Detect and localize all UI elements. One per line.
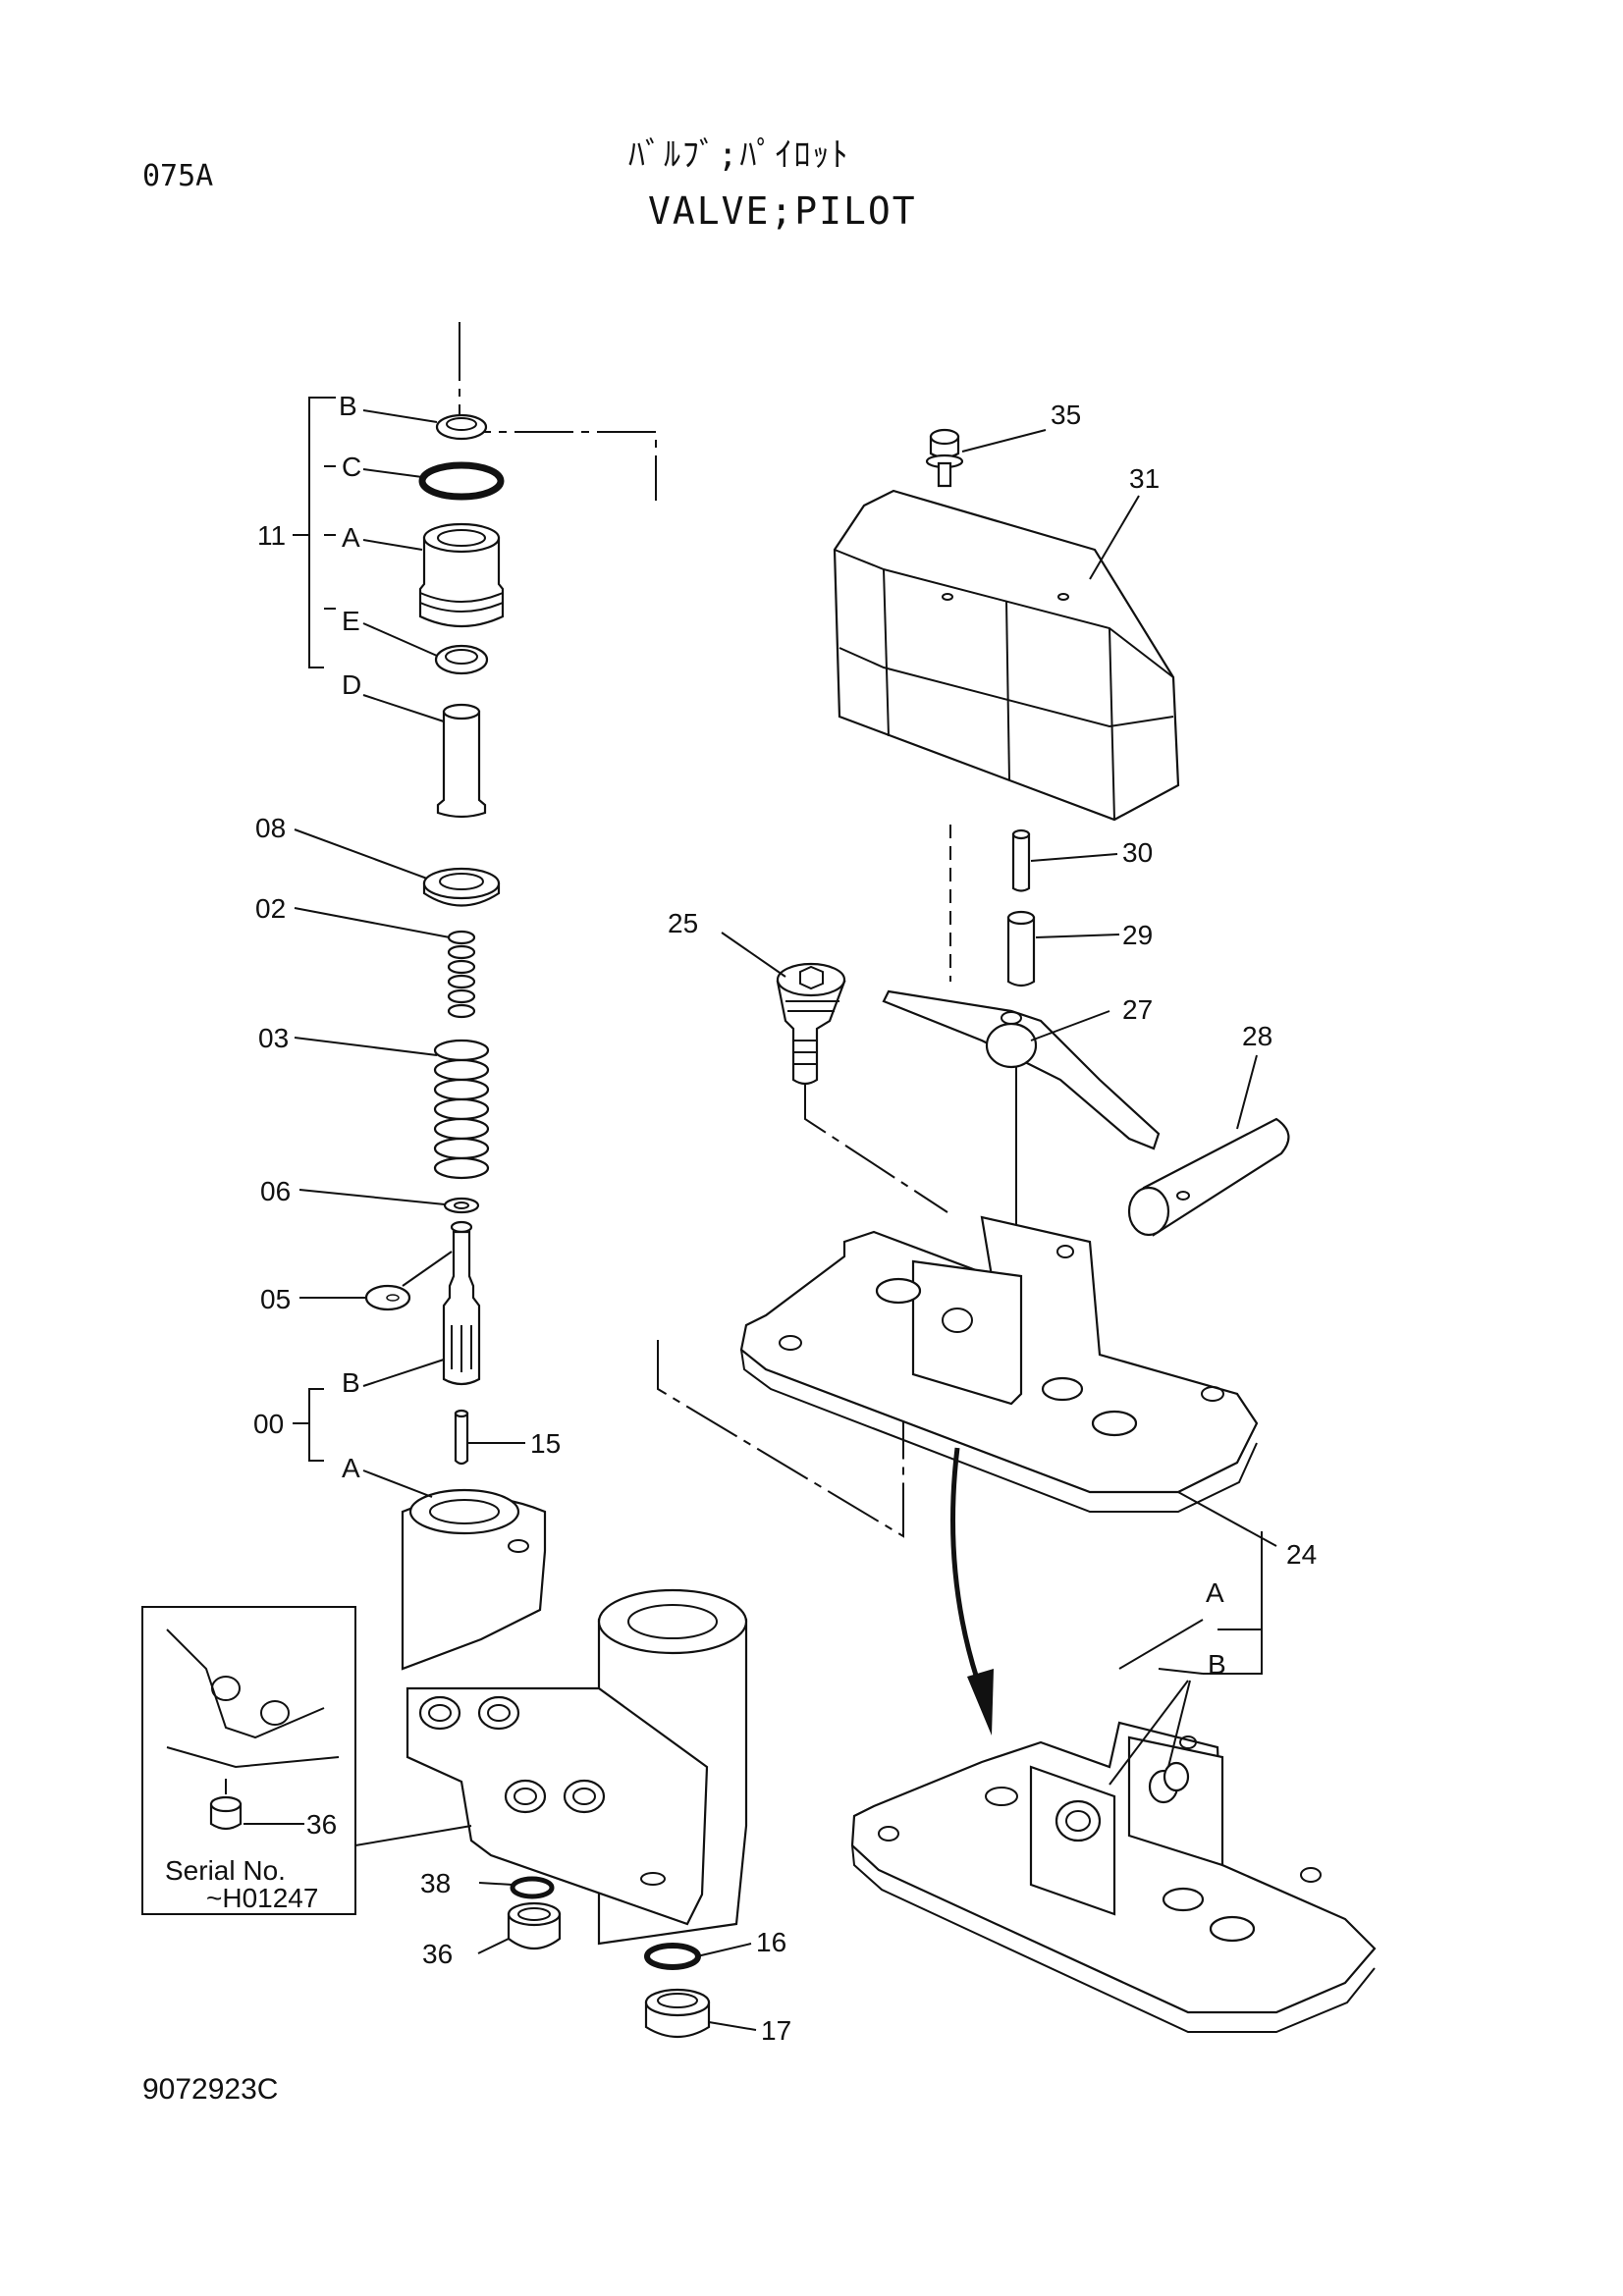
part-24-base-plate-upper <box>739 1215 1259 1513</box>
callout-31: 31 <box>1129 463 1160 494</box>
part-00b-spool <box>442 1220 481 1386</box>
part-02-inner-spring <box>447 930 476 1019</box>
drawing-number: 9072923C <box>142 2073 279 2106</box>
callout-25: 25 <box>668 908 698 938</box>
part-16-o-ring <box>644 1943 701 1970</box>
callout-08: 08 <box>255 813 286 843</box>
part-11a-plug <box>418 522 505 628</box>
callout-27: 27 <box>1122 994 1153 1025</box>
part-05-c-clip <box>364 1284 411 1311</box>
callout-02: 02 <box>255 893 286 924</box>
callout-38: 38 <box>420 1868 451 1898</box>
callout-16: 16 <box>756 1927 786 1957</box>
callout-group-11: 11 <box>257 520 286 551</box>
part-11c-o-ring <box>418 461 505 501</box>
part-06-washer <box>443 1197 480 1214</box>
part-31-cover <box>833 489 1180 822</box>
callout-17: 17 <box>761 2015 791 2046</box>
part-28-pin <box>1127 1117 1290 1237</box>
callout-labels: 11 B C A E D 08 02 03 06 05 00 B A 15 36… <box>165 391 1317 2046</box>
part-29-sleeve <box>1006 910 1036 988</box>
part-11b-ring <box>435 413 488 441</box>
serial-range: ~H01247 <box>206 1883 318 1913</box>
callout-06: 06 <box>260 1176 291 1206</box>
callout-24a: A <box>1206 1577 1224 1608</box>
part-11e-ring <box>434 644 489 675</box>
callout-30: 30 <box>1122 837 1153 868</box>
page-code: 075A <box>142 159 214 193</box>
callout-24: 24 <box>1286 1539 1317 1570</box>
part-25-socket-bolt <box>776 962 846 1086</box>
callout-00b: B <box>342 1367 360 1398</box>
part-24-base-plate-lower <box>850 1721 1377 2033</box>
callout-11c: C <box>342 452 361 482</box>
callout-03: 03 <box>258 1023 289 1053</box>
callout-15: 15 <box>530 1428 561 1459</box>
leader-lines <box>243 397 1277 2031</box>
part-03-outer-spring <box>433 1039 490 1180</box>
arrow-icon <box>950 1447 994 1735</box>
part-08-spring-seat <box>422 867 501 907</box>
title-japanese: ﾊﾞﾙﾌﾞ;ﾊﾟｲﾛｯﾄ <box>628 135 850 175</box>
callout-35: 35 <box>1051 400 1081 430</box>
callout-group-00: 00 <box>253 1409 284 1439</box>
callout-11a: A <box>342 522 360 553</box>
part-36-plug <box>507 1901 562 1950</box>
callout-29: 29 <box>1122 920 1153 950</box>
part-11d-pusher <box>436 703 487 819</box>
serial-number-inset <box>141 1606 472 1915</box>
part-38-o-ring <box>510 1876 555 1899</box>
callout-11d: D <box>342 669 361 700</box>
part-35-bolt <box>925 428 964 488</box>
callout-36: 36 <box>422 1939 453 1969</box>
callout-11e: E <box>342 606 360 636</box>
part-30-pin <box>1011 828 1031 892</box>
part-17-plug <box>644 1988 711 2038</box>
part-00a-valve-body <box>401 1488 748 1946</box>
part-15-pin <box>454 1409 469 1466</box>
callout-00a: A <box>342 1453 360 1483</box>
title-english: VALVE;PILOT <box>648 189 917 233</box>
callout-24b: B <box>1208 1649 1226 1680</box>
serial-label: Serial No. <box>165 1855 286 1886</box>
callout-36-inset: 36 <box>306 1809 337 1840</box>
part-27-lever <box>882 989 1161 1150</box>
callout-05: 05 <box>260 1284 291 1314</box>
callout-11b: B <box>339 391 357 421</box>
callout-28: 28 <box>1242 1021 1272 1051</box>
